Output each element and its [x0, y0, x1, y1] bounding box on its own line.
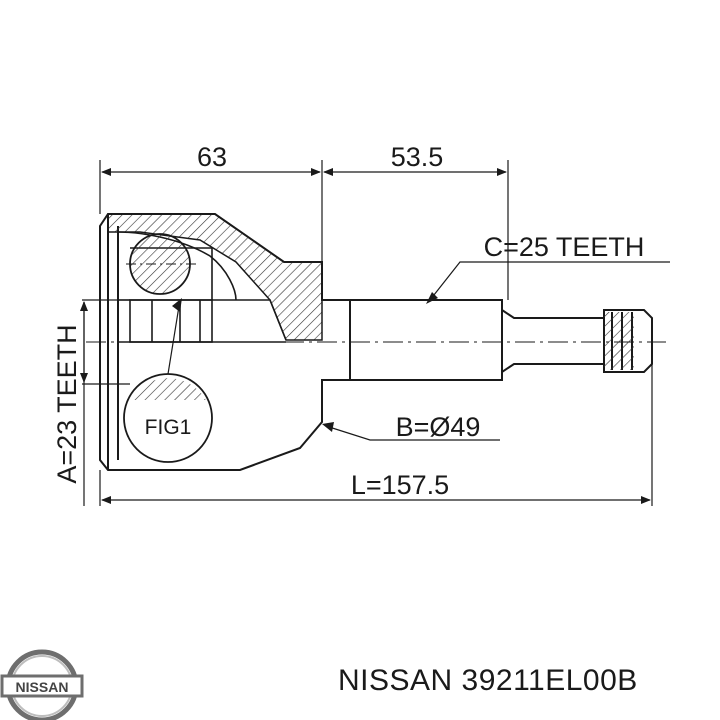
logo-text: NISSAN: [16, 679, 69, 695]
part-caption: NISSAN 39211EL00B: [338, 664, 638, 697]
fig1-detail: [123, 298, 213, 463]
fig1-label: FIG1: [145, 416, 192, 439]
dimension-lines: [80, 168, 670, 506]
dim-housing-length: 63: [197, 142, 227, 172]
dim-diameter: B=Ø49: [396, 412, 481, 442]
ball-top: [126, 233, 200, 295]
dim-total-length: L=157.5: [351, 470, 449, 500]
dim-inner-teeth: A=23 TEETH: [52, 324, 82, 483]
nissan-logo: NISSAN: [0, 649, 84, 720]
dim-outer-teeth: C=25 TEETH: [484, 232, 645, 262]
extension-lines: [82, 160, 653, 506]
dim-shaft-length: 53.5: [391, 142, 444, 172]
shaft-threads-hatch: [604, 312, 634, 370]
